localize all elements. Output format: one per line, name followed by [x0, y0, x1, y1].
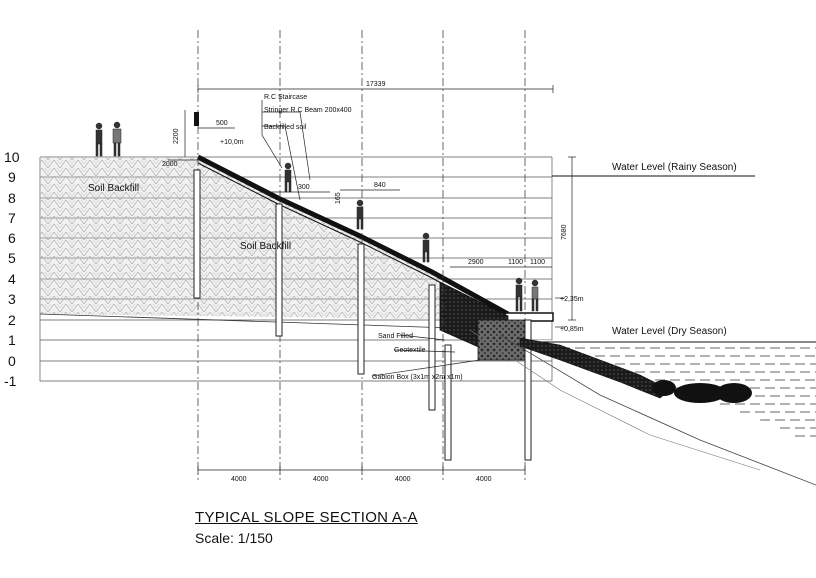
riverbed-line-1 — [499, 334, 816, 486]
dim-2000: 2000 — [162, 161, 178, 168]
stringer-label: Stringer R.C Beam 200x400 — [264, 107, 352, 114]
pile-6 — [524, 319, 532, 461]
person-4 — [356, 199, 364, 230]
person-3 — [284, 162, 292, 193]
toe-boulder-3 — [652, 380, 676, 396]
dim-165: 165 — [335, 192, 342, 204]
person-1 — [95, 122, 103, 157]
gabion-label: Gabion Box (3x1m x2m x1m) — [372, 374, 463, 381]
person-6 — [515, 277, 523, 312]
soil-backfill-area — [40, 157, 500, 320]
pile-2 — [275, 203, 283, 337]
dim-2200: 2200 — [173, 128, 180, 144]
elev-minus-1: -1 — [4, 373, 17, 389]
soil-backfill-mid-label: Soil Backfill — [240, 241, 291, 252]
soil-backfill-left-label: Soil Backfill — [88, 183, 139, 194]
pile-4 — [428, 284, 436, 411]
dim-spacing-1: 4000 — [231, 476, 247, 483]
elevation-labels: 10 9 8 7 6 5 4 3 2 1 0 -1 — [4, 149, 20, 389]
rainy-water-level-label: Water Level (Rainy Season) — [612, 162, 737, 173]
person-2 — [112, 121, 122, 157]
dim-2900: 2900 — [468, 259, 484, 266]
person-7 — [531, 279, 539, 312]
dim-spacing-2: 4000 — [313, 476, 329, 483]
pile-5 — [444, 344, 452, 461]
pile-1 — [193, 169, 201, 299]
dim-elev-085: +0,85m — [560, 326, 584, 333]
dim-spacing-4: 4000 — [476, 476, 492, 483]
drawing-title: TYPICAL SLOPE SECTION A-A — [195, 509, 418, 526]
toe-boulder-2 — [716, 383, 752, 403]
pile-3 — [357, 243, 365, 375]
rc-staircase — [196, 154, 510, 317]
elev-10: 10 — [4, 149, 20, 165]
soil-backfill-shade — [40, 157, 500, 320]
elev-6: 6 — [8, 230, 16, 246]
toe-boulder-1 — [674, 383, 726, 403]
elev-0: 0 — [8, 353, 16, 369]
dim-total-width: 17339 — [366, 81, 386, 88]
dim-840: 840 — [374, 182, 386, 189]
person-5 — [422, 232, 430, 263]
elev-4: 4 — [8, 271, 16, 287]
dim-1100-b: 1100 — [530, 259, 545, 266]
sand-filled-label: Sand Filled — [378, 333, 413, 340]
dim-300: 300 — [298, 184, 310, 191]
top-marker — [194, 112, 199, 126]
rc-staircase-label: R.C Staircase — [264, 94, 307, 101]
dim-7680: 7680 — [561, 224, 568, 240]
dim-elev-top: +10,0m — [220, 139, 244, 146]
piles — [193, 169, 532, 461]
dry-water-level-label: Water Level (Dry Season) — [612, 326, 727, 337]
backfilled-soil-label: Backfilled soil — [264, 124, 307, 131]
drawing-scale: Scale: 1/150 — [195, 530, 273, 546]
elev-2: 2 — [8, 312, 16, 328]
dim-500: 500 — [216, 120, 228, 127]
dim-spacing-3: 4000 — [395, 476, 411, 483]
elev-8: 8 — [8, 190, 16, 206]
elev-7: 7 — [8, 210, 16, 226]
elev-9: 9 — [8, 169, 16, 185]
elev-1: 1 — [8, 332, 16, 348]
dim-1100-a: 1100 — [508, 259, 523, 266]
gabion-box — [477, 319, 529, 361]
people-figures — [95, 121, 539, 312]
elev-3: 3 — [8, 291, 16, 307]
water-body — [520, 340, 816, 445]
toe-protection — [519, 337, 752, 403]
riverbed-line-2 — [469, 329, 761, 471]
dim-elev-235: +2,35m — [560, 296, 584, 303]
geotextile-label: Geotextile — [394, 347, 426, 354]
elev-5: 5 — [8, 250, 16, 266]
dimension-lines — [168, 85, 576, 474]
